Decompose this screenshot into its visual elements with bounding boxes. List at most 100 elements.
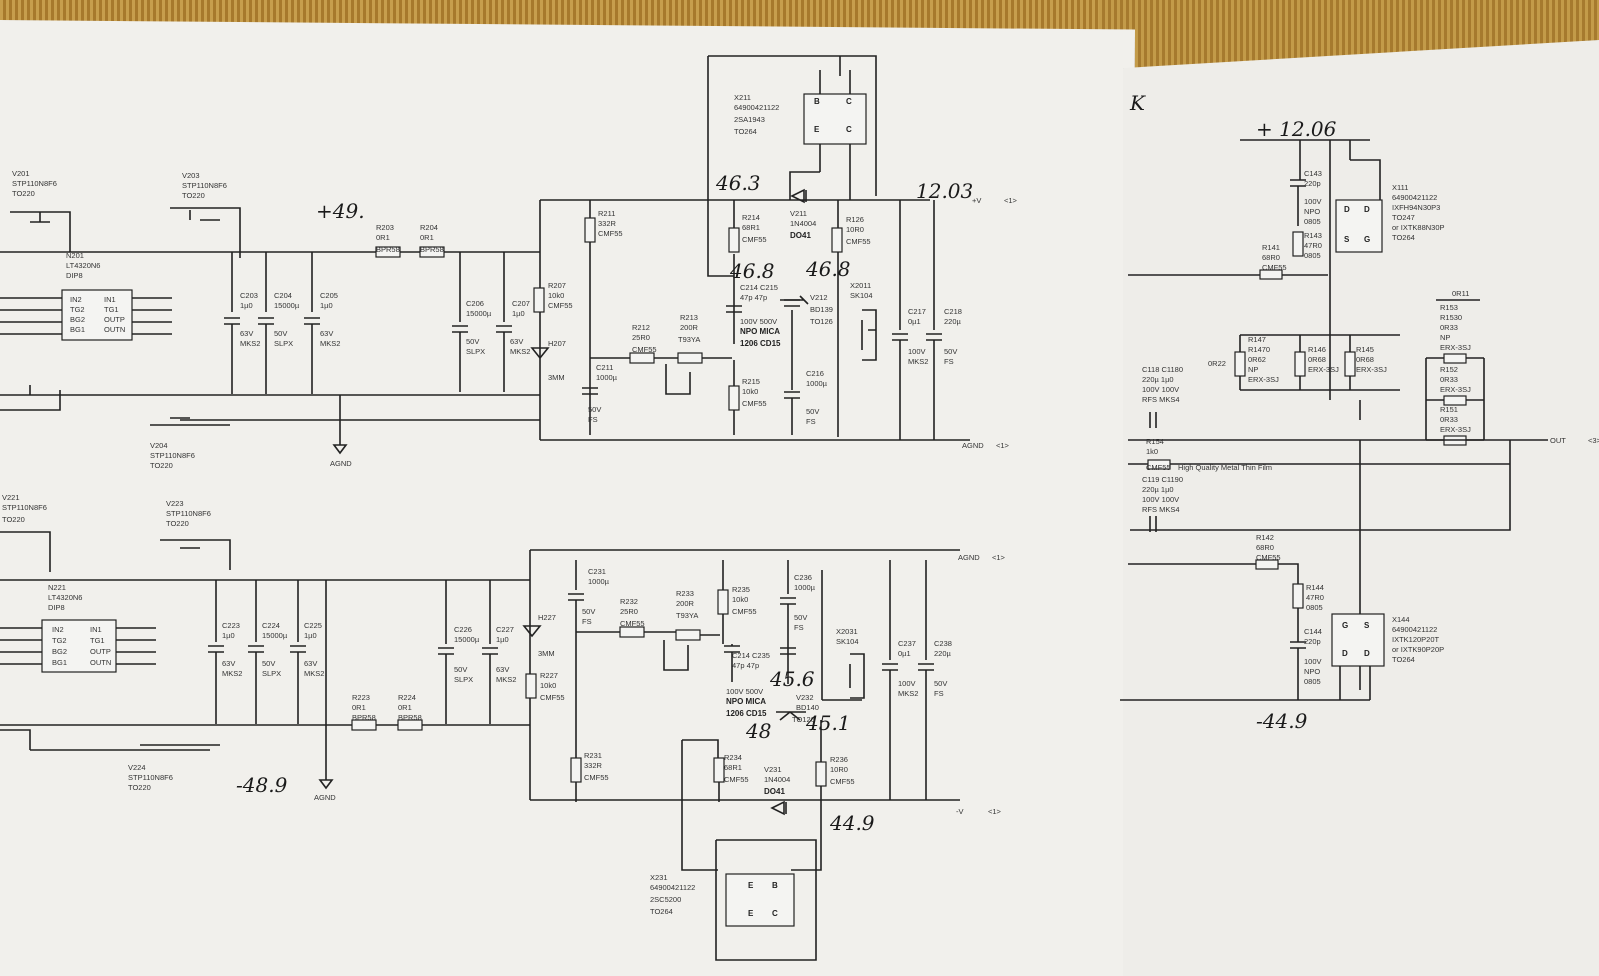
svg-text:R207: R207 [548, 281, 566, 290]
svg-text:MKS2: MKS2 [496, 675, 516, 684]
svg-text:ERX-3SJ: ERX-3SJ [1440, 425, 1471, 434]
svg-text:0R68: 0R68 [1356, 355, 1374, 364]
net-label-vplus: +V <1> [972, 196, 1018, 205]
svg-text:V224: V224 [128, 763, 146, 772]
cap-c205: C205 1µ0 63V MKS2 [304, 252, 340, 394]
svg-text:CMF55: CMF55 [540, 693, 565, 702]
led-h227-resistor-r227: H227 3MM R227 10k0 CMF55 [522, 613, 565, 702]
svg-text:3MM: 3MM [548, 373, 565, 382]
svg-text:0R33: 0R33 [1440, 323, 1458, 332]
svg-text:V201: V201 [12, 169, 30, 178]
svg-text:D: D [1342, 649, 1348, 658]
svg-text:X144: X144 [1392, 615, 1410, 624]
svg-text:2SC5200: 2SC5200 [650, 895, 681, 904]
svg-text:G: G [1342, 621, 1348, 630]
svg-text:50V: 50V [262, 659, 275, 668]
svg-text:R223: R223 [352, 693, 370, 702]
svg-text:220p: 220p [1304, 637, 1321, 646]
svg-text:0805: 0805 [1306, 603, 1323, 612]
svg-text:1µ0: 1µ0 [304, 631, 317, 640]
resistor-r232: R232 25R0 CMF55 [576, 597, 645, 638]
svg-text:C118 C1180: C118 C1180 [1142, 365, 1183, 374]
cap-c214-c235: C214 C235 47p 47p 100V 500V NPO MICA 120… [724, 644, 796, 718]
svg-text:E: E [748, 881, 754, 890]
svg-text:R144: R144 [1306, 583, 1324, 592]
svg-text:TO220: TO220 [12, 189, 35, 198]
svg-text:NP: NP [1440, 333, 1450, 342]
svg-text:68R0: 68R0 [1262, 253, 1280, 262]
svg-text:C226: C226 [454, 625, 472, 634]
svg-text:100V 100V: 100V 100V [1142, 495, 1179, 504]
svg-text:47R0: 47R0 [1306, 593, 1324, 602]
svg-text:V204: V204 [150, 441, 168, 450]
svg-text:1µ0: 1µ0 [222, 631, 235, 640]
svg-text:ERX-3SJ: ERX-3SJ [1248, 375, 1279, 384]
svg-text:BPR58: BPR58 [420, 245, 444, 254]
cap-c218: C218 220µ 50V FS [926, 200, 962, 440]
svg-text:CMF55: CMF55 [742, 235, 767, 244]
output-wires-top [1128, 139, 1381, 420]
transistor-v212: V212 BD139 TO126 [780, 293, 833, 326]
svg-text:FS: FS [582, 617, 592, 626]
svg-text:BG1: BG1 [70, 325, 85, 334]
svg-text:CMF55: CMF55 [830, 777, 855, 786]
svg-text:220µ: 220µ [934, 649, 952, 658]
resistor-r223: R223 0R1 BPR58 [351, 693, 377, 731]
svg-text:0R68: 0R68 [1308, 355, 1326, 364]
svg-text:V232: V232 [796, 693, 814, 702]
svg-text:BPR58: BPR58 [352, 713, 376, 722]
svg-text:X211: X211 [734, 93, 751, 102]
ic-n201: N201 LT4320N6 DIP8 IN2 IN1 TG2 TG1 BG2 O… [0, 251, 172, 341]
svg-text:FS: FS [944, 357, 954, 366]
svg-text:FS: FS [806, 417, 816, 426]
svg-text:STP110N8F6: STP110N8F6 [2, 503, 47, 512]
svg-text:50V: 50V [274, 329, 287, 338]
svg-text:<3>: <3> [1588, 436, 1599, 445]
svg-text:R151: R151 [1440, 405, 1458, 414]
svg-text:1000µ: 1000µ [588, 577, 610, 586]
svg-text:D: D [1344, 205, 1350, 214]
svg-text:0805: 0805 [1304, 251, 1321, 260]
svg-text:STP110N8F6: STP110N8F6 [128, 773, 173, 782]
svg-text:100V: 100V [898, 679, 916, 688]
diode-v231: V231 1N4004 DO41 [764, 765, 790, 816]
svg-text:IXTK120P20T: IXTK120P20T [1392, 635, 1440, 644]
svg-text:R204: R204 [420, 223, 438, 232]
mosfet-v221: V221 STP110N8F6 TO220 [0, 493, 51, 572]
svg-text:47p 47p: 47p 47p [740, 293, 767, 302]
svg-text:100V: 100V [1304, 657, 1322, 666]
svg-text:BD140: BD140 [796, 703, 819, 712]
resistor-r143: R143 47R0 0805 [1292, 231, 1322, 260]
svg-text:AGND: AGND [962, 441, 984, 450]
svg-text:C: C [846, 125, 852, 134]
svg-text:10k0: 10k0 [548, 291, 564, 300]
svg-text:TO220: TO220 [150, 461, 173, 470]
svg-text:MKS2: MKS2 [510, 347, 530, 356]
svg-text:64900421122: 64900421122 [1392, 193, 1437, 202]
svg-text:C: C [846, 97, 852, 106]
mosfet-v223: V223 STP110N8F6 TO220 [160, 499, 231, 570]
heatsink-x2031: X2031 SK104 [821, 570, 865, 701]
svg-text:FS: FS [794, 623, 804, 632]
svg-text:<1>: <1> [992, 553, 1006, 562]
svg-text:3MM: 3MM [538, 649, 555, 658]
svg-text:63V: 63V [304, 659, 317, 668]
svg-text:1µ0: 1µ0 [320, 301, 333, 310]
svg-text:0R33: 0R33 [1440, 375, 1458, 384]
svg-text:R1470: R1470 [1248, 345, 1270, 354]
svg-text:G: G [1364, 235, 1370, 244]
svg-text:50V: 50V [582, 607, 595, 616]
svg-text:AGND: AGND [314, 793, 336, 802]
svg-text:C144: C144 [1304, 627, 1322, 636]
resistor-r214: R214 68R1 CMF55 [728, 200, 767, 344]
svg-text:CMF55: CMF55 [632, 345, 657, 354]
svg-text:1206 CD15: 1206 CD15 [740, 339, 781, 348]
svg-text:0µ1: 0µ1 [908, 317, 921, 326]
svg-text:C207: C207 [512, 299, 530, 308]
resistor-r204: R204 0R1 BPR58 [419, 223, 445, 258]
hw-node-top-2: 46.8 [805, 257, 851, 281]
mosfet-v201: V201 STP110N8F6 TO220 [10, 169, 71, 252]
svg-text:R235: R235 [732, 585, 750, 594]
svg-text:X111: X111 [1392, 183, 1408, 192]
